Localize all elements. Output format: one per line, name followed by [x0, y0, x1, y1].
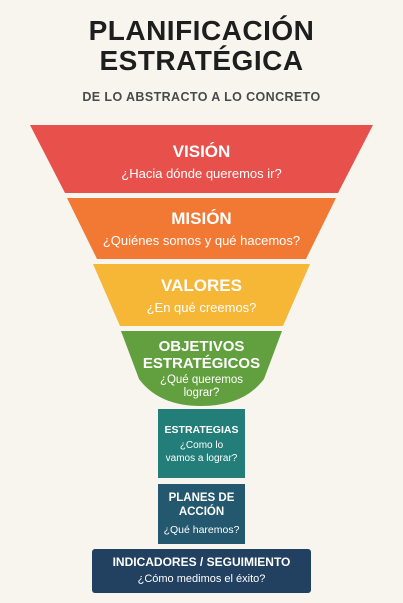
funnel-level-mision: MISIÓN ¿Quiénes somos y qué hacemos?: [90, 209, 313, 248]
level-title: VISIÓN: [172, 142, 231, 161]
funnel-level-indicadores: INDICADORES / SEGUIMIENTO ¿Cómo medimos …: [92, 555, 311, 586]
level-title: INDICADORES / SEGUIMIENTO: [112, 555, 291, 569]
funnel-level-vision: VISIÓN ¿Hacia dónde queremos ir?: [65, 142, 338, 181]
level-question: ¿Qué haremos?: [163, 524, 240, 536]
level-question: ¿Quiénes somos y qué hacemos?: [102, 233, 301, 248]
page-title: PLANIFICACIÓN ESTRATÉGICA: [88, 15, 315, 76]
funnel-level-planes-shape: [158, 484, 245, 544]
level-title: ESTRATEGIAS: [164, 424, 239, 436]
level-question: ¿Cómo medimos el éxito?: [137, 573, 266, 585]
funnel-level-planes: PLANES DE ACCIÓN ¿Qué haremos?: [158, 491, 245, 536]
level-title: MISIÓN: [171, 209, 232, 228]
funnel-level-estrategias: ESTRATEGIAS ¿Como lo vamos a lograr?: [158, 424, 245, 465]
page-subtitle: DE LO ABSTRACTO A LO CONCRETO: [82, 90, 321, 104]
level-title: OBJETIVOS ESTRATÉGICOS: [142, 338, 261, 372]
level-question: ¿Qué queremos lograr?: [159, 374, 244, 399]
level-question: ¿En qué creemos?: [146, 300, 257, 315]
funnel-level-mision-shape: [67, 198, 336, 259]
funnel-level-valores-shape: [93, 264, 310, 326]
level-question: ¿Hacia dónde queremos ir?: [121, 166, 282, 181]
funnel-level-indicadores-shape: [92, 549, 311, 593]
level-question: ¿Como lo vamos a lograr?: [165, 440, 238, 464]
funnel-level-vision-shape: [30, 125, 373, 193]
funnel-level-objetivos: OBJETIVOS ESTRATÉGICOS ¿Qué queremos log…: [125, 338, 278, 400]
level-title: PLANES DE ACCIÓN: [168, 492, 235, 518]
funnel-level-valores: VALORES ¿En qué creemos?: [115, 276, 288, 315]
funnel-level-estrategias-shape: [158, 409, 245, 478]
level-title: VALORES: [161, 276, 242, 295]
funnel-level-objetivos-shape: [121, 331, 282, 406]
